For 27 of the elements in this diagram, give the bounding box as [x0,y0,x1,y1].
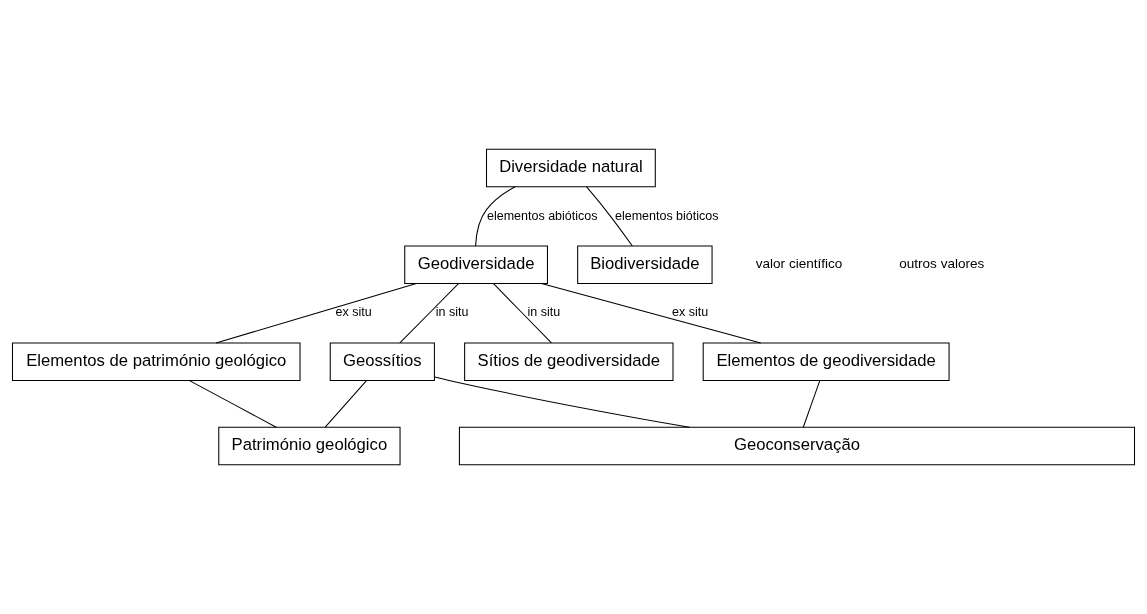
connector [324,380,367,428]
node-box: Património geológico [218,426,401,466]
connector [399,283,459,344]
node-box: Sítios de geodiversidade [464,342,674,381]
node-box: Geodiversidade [404,245,548,285]
connector [541,283,762,344]
node-box: Geossítios [329,342,435,381]
edge-label: elementos abióticos [487,208,598,223]
connector [586,186,633,247]
edge-label: in situ [527,305,561,320]
connector [475,186,516,247]
edge-label: in situ [435,305,469,320]
connector [188,380,277,428]
connector [802,380,821,428]
node-box: Geoconservação [458,426,1136,466]
connector [434,376,691,428]
node-box: Diversidade natural [486,148,656,188]
connector [215,283,417,344]
edge-label: ex situ [672,305,709,320]
label: outros valores [899,256,985,272]
connector [493,283,552,344]
edge-label: ex situ [335,305,372,320]
node-box: Biodiversidade [577,245,713,285]
node-box: Elementos de património geológico [11,342,301,381]
edge-label: elementos bióticos [614,208,719,223]
node-box: Elementos de geodiversidade [702,342,950,381]
label: valor científico [755,256,843,272]
